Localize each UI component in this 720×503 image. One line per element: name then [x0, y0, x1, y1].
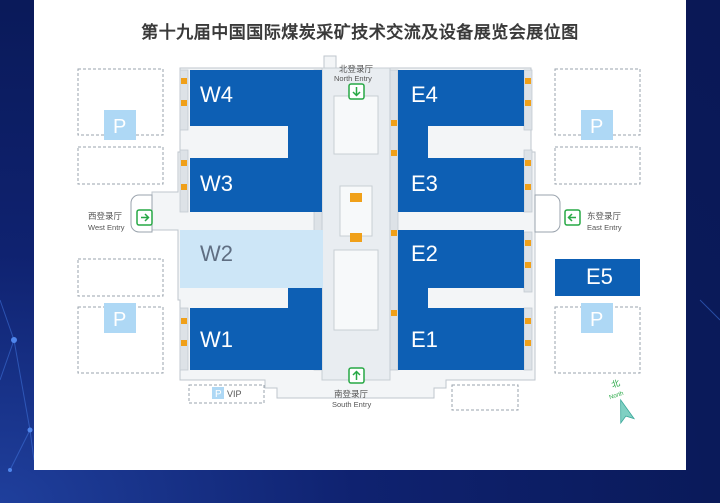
- east-entry-icon[interactable]: [564, 209, 581, 226]
- parking-icon: P: [113, 116, 126, 138]
- hall-e5[interactable]: [555, 259, 640, 296]
- hall-w2[interactable]: [180, 230, 323, 288]
- vip-area: P VIP: [212, 387, 242, 400]
- vip-label: VIP: [227, 389, 242, 399]
- floor-plan-card: 第十九届中国国际煤炭采矿技术交流及设备展览会展位图: [34, 0, 686, 470]
- north-arrow-icon: 北 North: [609, 378, 636, 425]
- north-entry-label-zh: 北登录厅: [339, 64, 374, 75]
- hall-w2-label: W2: [200, 241, 233, 266]
- hall-e4-label: E4: [411, 82, 438, 107]
- parking-area: P: [581, 110, 613, 140]
- north-entry-label-en: North Entry: [334, 74, 372, 83]
- hall-e3[interactable]: [398, 158, 524, 212]
- page-title: 第十九届中国国际煤炭采矿技术交流及设备展览会展位图: [141, 23, 579, 43]
- parking-icon: P: [113, 309, 126, 331]
- east-entry-label-zh: 东登录厅: [587, 211, 622, 222]
- hall-w3-label: W3: [200, 171, 233, 196]
- hall-w4[interactable]: [190, 70, 322, 158]
- compass-label-en: North: [609, 391, 625, 401]
- vip-parking-icon: P: [215, 389, 222, 400]
- hall-e5-label: E5: [586, 264, 613, 289]
- south-entry-icon[interactable]: [348, 367, 365, 384]
- compass-label-zh: 北: [610, 378, 622, 390]
- hall-e2[interactable]: [398, 230, 524, 308]
- parking-icon: P: [590, 116, 603, 138]
- hall-w3[interactable]: [190, 158, 322, 212]
- parking-area: P: [581, 303, 613, 333]
- hall-w1-label: W1: [200, 327, 233, 352]
- floor-plan-map: W4 W3 W2 W1 E4 E3 E2 E1 E5 P P: [77, 55, 641, 425]
- west-entry-label-en: West Entry: [88, 223, 125, 232]
- hall-e1-label: E1: [411, 327, 438, 352]
- north-entry-icon[interactable]: [348, 83, 365, 100]
- restroom-icon: [350, 233, 362, 242]
- south-entry-label-en: South Entry: [332, 400, 371, 409]
- west-entry-label-zh: 西登录厅: [88, 211, 123, 222]
- hall-e2-label: E2: [411, 241, 438, 266]
- parking-icon: P: [590, 309, 603, 331]
- hall-e4[interactable]: [398, 70, 524, 158]
- hall-e1[interactable]: [398, 308, 524, 370]
- east-entry-label-en: East Entry: [587, 223, 622, 232]
- hall-w4-label: W4: [200, 82, 233, 107]
- west-entry-icon[interactable]: [136, 209, 153, 226]
- parking-area: P: [104, 303, 136, 333]
- hall-w1[interactable]: [190, 288, 322, 370]
- hall-e3-label: E3: [411, 171, 438, 196]
- south-entry-label-zh: 南登录厅: [334, 389, 369, 400]
- parking-area: P: [104, 110, 136, 140]
- restroom-icon: [350, 193, 362, 202]
